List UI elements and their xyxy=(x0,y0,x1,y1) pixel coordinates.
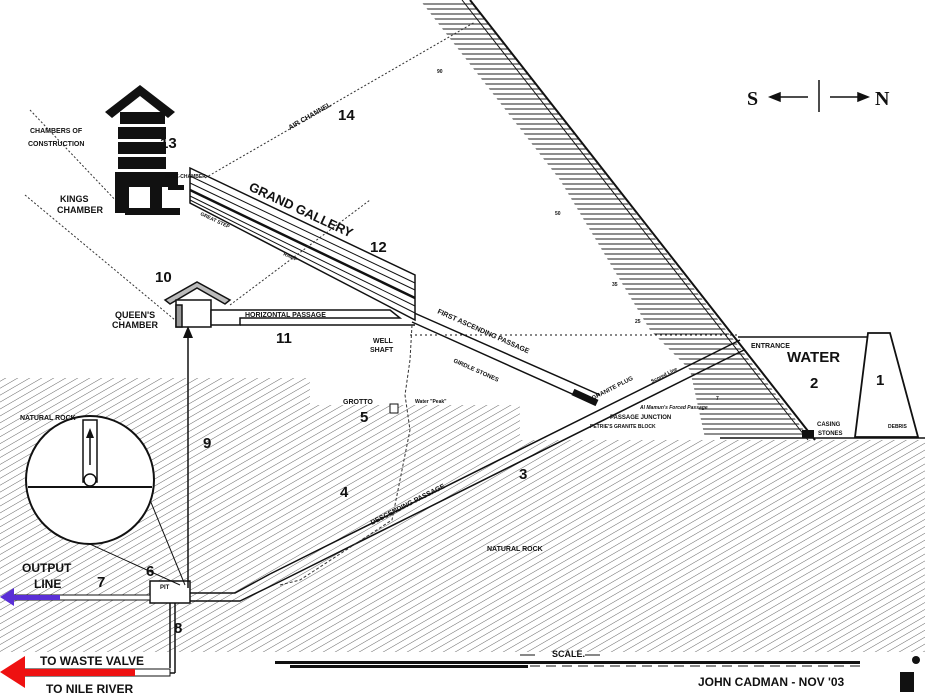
author-logo xyxy=(900,656,920,692)
label-horizontal-passage: HORIZONTAL PASSAGE xyxy=(245,312,326,319)
label-output-line-2: LINE xyxy=(34,577,61,591)
label-petries-granite-block: PETRIE'S GRANITE BLOCK xyxy=(590,424,656,430)
label-queens-chamber-2: CHAMBER xyxy=(112,320,158,330)
dam xyxy=(853,332,920,438)
kings-chamber-stack xyxy=(105,85,184,215)
label-chambers-of-construction: CHAMBERS OF xyxy=(30,128,83,135)
number-13: 13 xyxy=(160,135,177,152)
number-12: 12 xyxy=(370,239,387,256)
number-6: 6 xyxy=(146,563,154,580)
waste-valve-arrow xyxy=(0,656,171,688)
grand-gallery xyxy=(189,166,416,322)
pit xyxy=(149,580,191,604)
number-5: 5 xyxy=(360,409,368,426)
label-casing-stones-2: STONES xyxy=(818,431,843,437)
course-7: 7 xyxy=(716,396,719,402)
label-grotto: GROTTO xyxy=(343,399,373,406)
label-air-channel: AIR CHANNEL xyxy=(288,101,334,132)
course-90: 90 xyxy=(437,69,443,75)
pyramid-face-line xyxy=(469,0,816,441)
label-kings-chamber-2: CHAMBER xyxy=(57,205,103,215)
number-4: 4 xyxy=(340,484,349,501)
descending-passage xyxy=(150,339,745,602)
queens-chamber xyxy=(163,281,232,328)
label-casing-stones: CASING xyxy=(817,422,841,428)
label-al-mamuns-forced-passage: Al Mamun's Forced Passage xyxy=(639,405,708,411)
label-water-peak: Water "Peak" xyxy=(415,399,447,405)
label-kings-chamber: KINGS xyxy=(60,194,89,204)
natural-rock-region xyxy=(0,378,925,652)
label-well-shaft-2: SHAFT xyxy=(370,347,394,354)
well-shaft xyxy=(279,324,413,586)
number-10: 10 xyxy=(155,269,172,286)
author-credit: JOHN CADMAN - NOV '03 xyxy=(698,675,845,689)
scale-bar xyxy=(275,654,860,668)
label-water: WATER xyxy=(787,349,840,366)
course-50: 50 xyxy=(555,211,561,217)
label-ante-chamber: ANTE-CHAMBER xyxy=(165,174,206,180)
air-channel xyxy=(204,21,476,179)
label-scored-line: Scored Line xyxy=(650,366,678,384)
label-well-shaft: WELL xyxy=(373,338,394,345)
magnified-detail-circle xyxy=(25,415,155,545)
compass-north: N xyxy=(875,88,890,110)
label-first-ascending-passage: FIRST ASCENDING PASSAGE xyxy=(436,308,530,355)
pyramid-masonry xyxy=(420,0,810,438)
label-to-waste-valve: TO WASTE VALVE xyxy=(40,654,144,668)
compass xyxy=(767,80,871,112)
number-11: 11 xyxy=(276,330,292,347)
label-queens-chamber: QUEEN'S xyxy=(115,310,155,320)
label-debris: DEBRIS xyxy=(888,424,908,430)
number-3: 3 xyxy=(519,466,527,483)
number-9: 9 xyxy=(203,435,211,452)
number-7: 7 xyxy=(97,574,105,591)
label-to-nile-river: TO NILE RIVER xyxy=(46,682,133,696)
label-passage-junction: PASSAGE JUNCTION xyxy=(610,415,671,421)
first-ascending-passage xyxy=(411,311,601,407)
label-natural-rock-left: NATURAL ROCK xyxy=(20,415,76,422)
number-2: 2 xyxy=(810,375,818,392)
course-35: 35 xyxy=(612,282,618,288)
label-entrance: ENTRANCE xyxy=(751,343,790,350)
label-ramp: RAMP xyxy=(282,251,298,263)
label-granite-plug: GRANITE PLUG xyxy=(591,376,634,402)
number-1: 1 xyxy=(876,372,884,389)
label-chambers-of-construction-2: CONSTRUCTION xyxy=(28,141,84,148)
label-pit: PIT xyxy=(160,585,170,591)
label-output-line: OUTPUT xyxy=(22,561,72,575)
course-25: 25 xyxy=(635,319,641,325)
number-14: 14 xyxy=(338,107,355,124)
compass-south: S xyxy=(747,88,758,110)
output-line-arrow xyxy=(0,588,151,606)
label-scale: SCALE. xyxy=(552,649,585,659)
label-girdle-stones: GIRDLE STONES xyxy=(452,358,499,383)
label-natural-rock-center: NATURAL ROCK xyxy=(487,546,543,553)
horizontal-passage xyxy=(210,309,403,326)
number-8: 8 xyxy=(174,620,182,637)
